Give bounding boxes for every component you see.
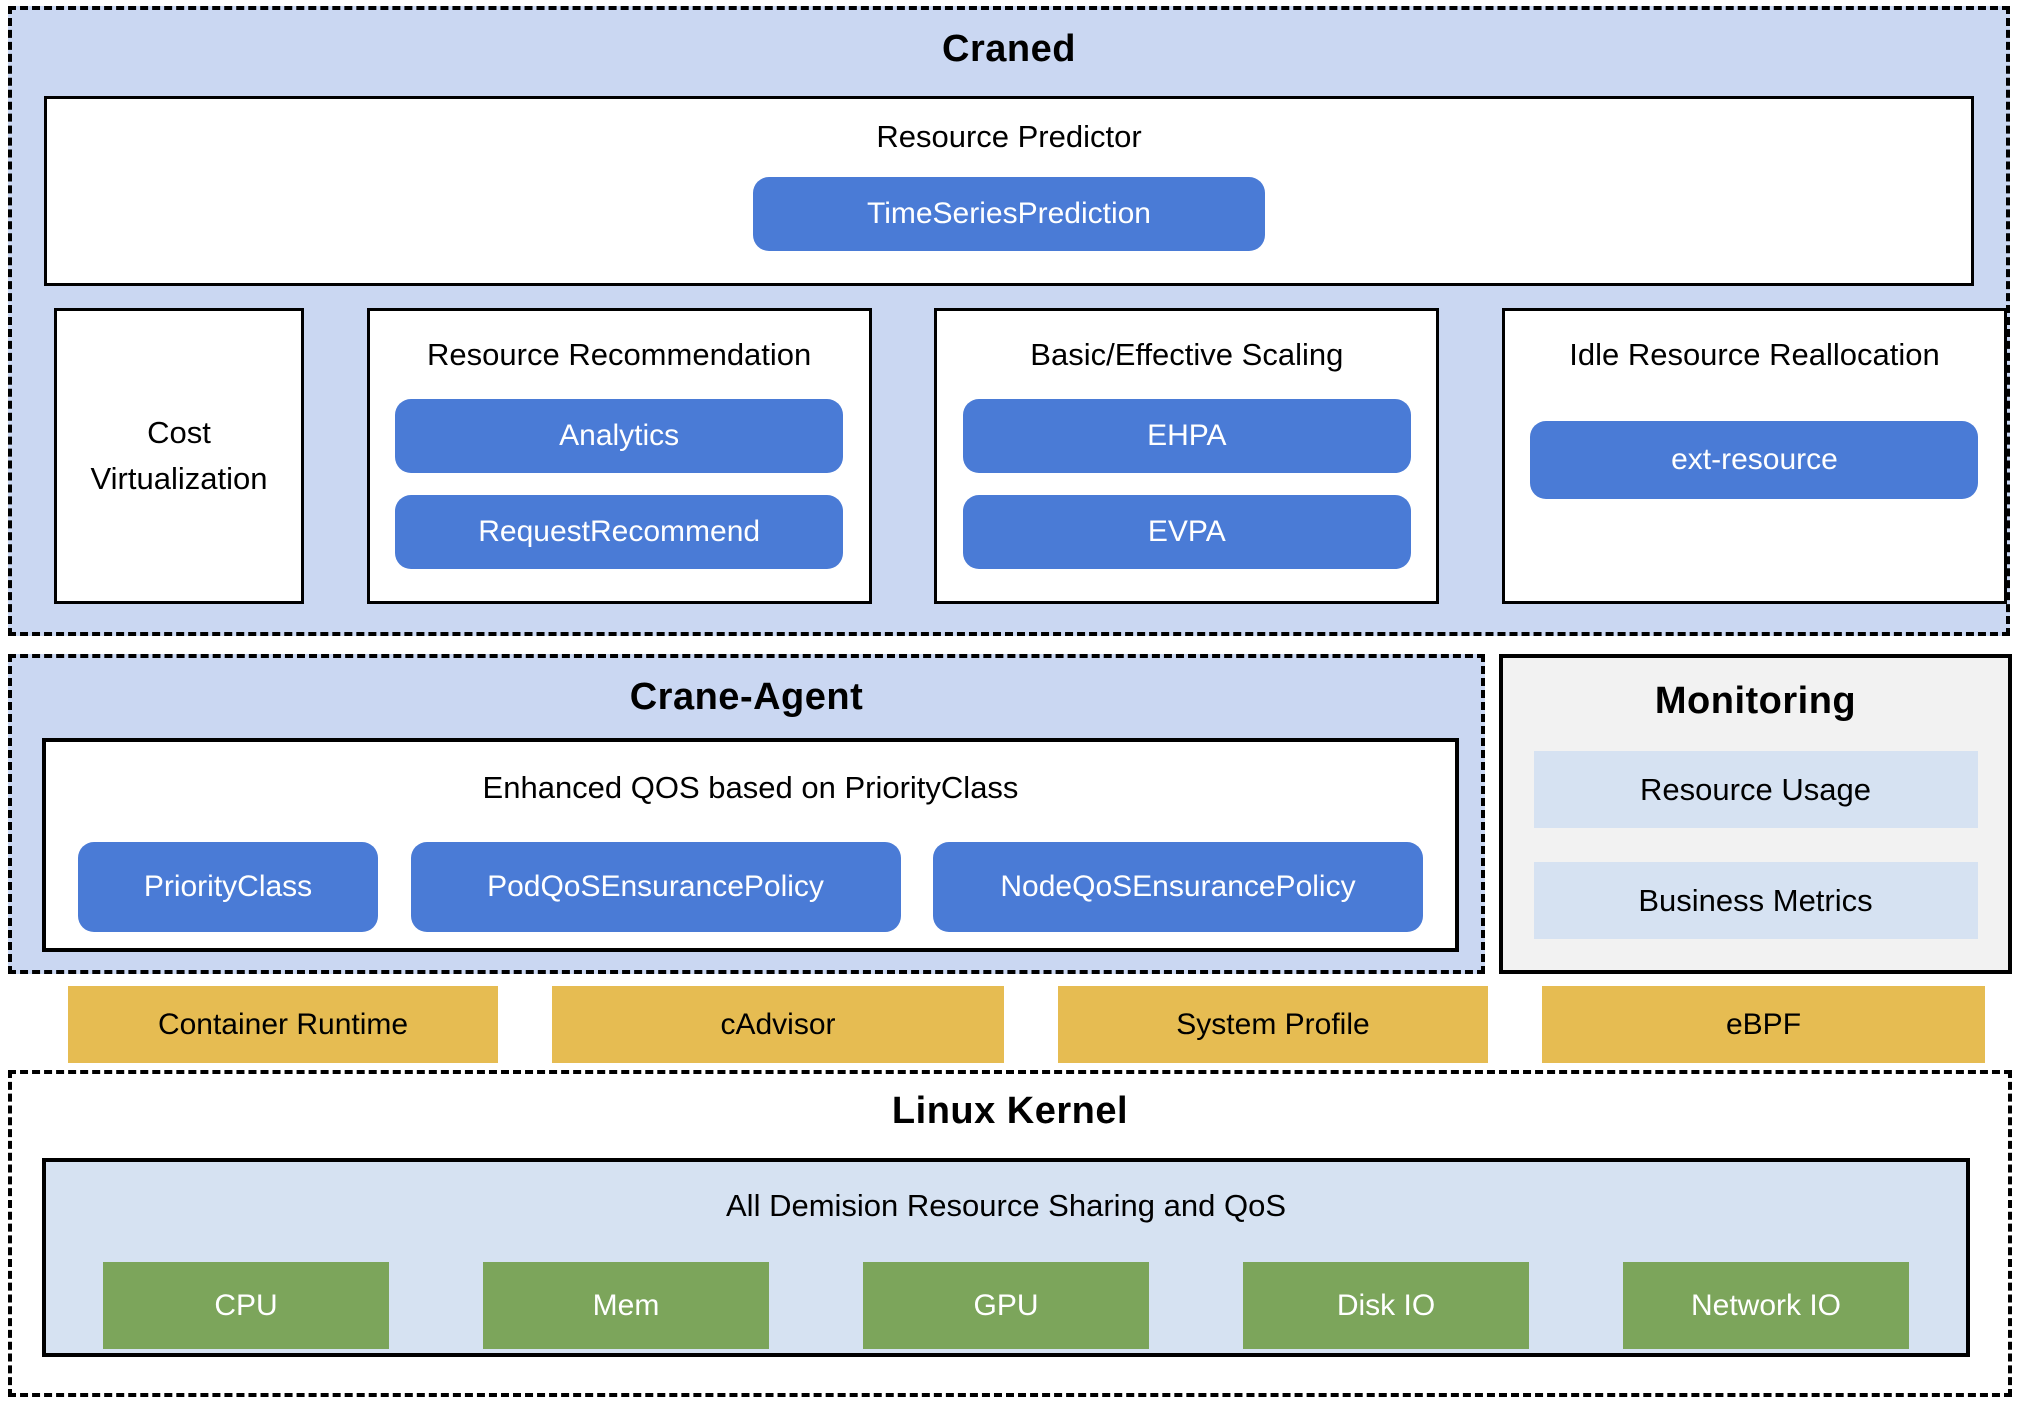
ext-resource-button: ext-resource	[1530, 421, 1979, 499]
network-io-box: Network IO	[1623, 1262, 1909, 1349]
craned-section: Craned Resource Predictor TimeSeriesPred…	[8, 6, 2010, 636]
monitoring-title: Monitoring	[1654, 680, 1857, 722]
mem-box: Mem	[483, 1262, 769, 1349]
monitoring-section: Monitoring Resource Usage Business Metri…	[1499, 654, 2012, 974]
resource-recommendation-title: Resource Recommendation	[427, 337, 812, 372]
cost-virtualization-box: Cost Virtualization	[54, 308, 304, 604]
business-metrics-row: Business Metrics	[1533, 862, 1978, 939]
system-profile-box: System Profile	[1058, 986, 1488, 1063]
scaling-title: Basic/Effective Scaling	[1030, 337, 1344, 372]
ebpf-box: eBPF	[1542, 986, 1985, 1063]
cadvisor-box: cAdvisor	[552, 986, 1004, 1063]
ehpa-button: EHPA	[962, 399, 1411, 473]
gpu-box: GPU	[863, 1262, 1149, 1349]
enhanced-qos-title: Enhanced QOS based on PriorityClass	[482, 770, 1019, 805]
nodeqosensurancepolicy-button: NodeQoSEnsurancePolicy	[933, 842, 1423, 932]
cpu-box: CPU	[103, 1262, 389, 1349]
evpa-button: EVPA	[962, 495, 1411, 569]
requestrecommend-button: RequestRecommend	[395, 495, 844, 569]
craned-title: Craned	[942, 28, 1076, 70]
node-components-row: Container Runtime cAdvisor System Profil…	[68, 986, 1985, 1063]
craned-modules-row: Cost Virtualization Resource Recommendat…	[54, 308, 2007, 604]
resource-predictor-box: Resource Predictor TimeSeriesPrediction	[44, 96, 1974, 286]
resource-sharing-title: All Demision Resource Sharing and QoS	[726, 1188, 1286, 1223]
linux-kernel-title: Linux Kernel	[891, 1090, 1129, 1132]
disk-io-box: Disk IO	[1243, 1262, 1529, 1349]
scaling-panel: Basic/Effective Scaling EHPA EVPA	[934, 308, 1440, 604]
analytics-button: Analytics	[395, 399, 844, 473]
timeseriesprediction-button: TimeSeriesPrediction	[753, 177, 1265, 251]
idle-reallocation-panel: Idle Resource Reallocation ext-resource	[1501, 308, 2007, 604]
qos-buttons-row: PriorityClass PodQoSEnsurancePolicy Node…	[46, 842, 1455, 932]
idle-reallocation-title: Idle Resource Reallocation	[1569, 337, 1940, 372]
priorityclass-button: PriorityClass	[78, 842, 378, 932]
crane-agent-title: Crane-Agent	[629, 676, 864, 718]
resource-recommendation-panel: Resource Recommendation Analytics Reques…	[366, 308, 872, 604]
resource-predictor-title: Resource Predictor	[876, 119, 1142, 154]
crane-agent-section: Crane-Agent Enhanced QOS based on Priori…	[8, 654, 1485, 974]
kernel-resources-row: CPU Mem GPU Disk IO Network IO	[46, 1262, 1966, 1349]
podqosensurancepolicy-button: PodQoSEnsurancePolicy	[410, 842, 901, 932]
resource-sharing-box: All Demision Resource Sharing and QoS CP…	[42, 1158, 1970, 1357]
enhanced-qos-box: Enhanced QOS based on PriorityClass Prio…	[42, 738, 1459, 952]
linux-kernel-section: Linux Kernel All Demision Resource Shari…	[8, 1070, 2012, 1397]
container-runtime-box: Container Runtime	[68, 986, 498, 1063]
resource-usage-row: Resource Usage	[1533, 751, 1978, 828]
